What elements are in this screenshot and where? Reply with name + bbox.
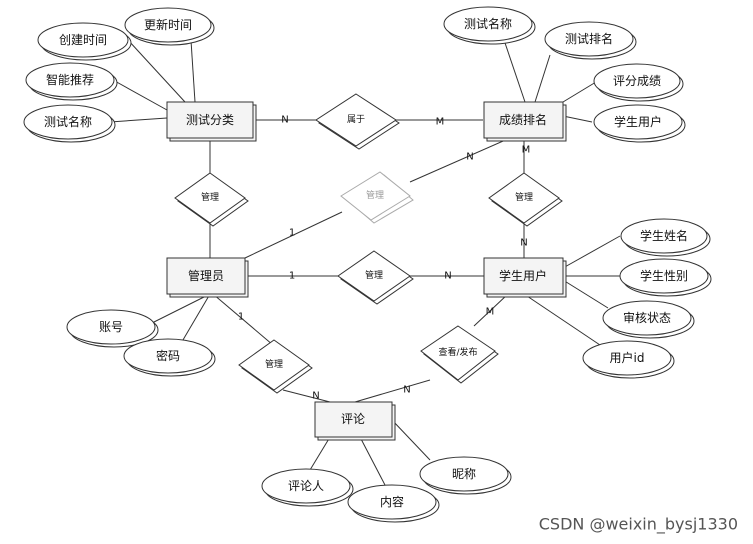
attribute-created-time[interactable]: 创建时间 <box>37 22 132 61</box>
line-view-post-comment <box>354 379 431 403</box>
relationship-manage-ranking[interactable]: 管理 <box>340 171 414 224</box>
cardinality-ranking-admin: N <box>466 152 473 163</box>
connector-lines <box>109 24 621 486</box>
entity-admin[interactable]: 管理员 <box>166 257 249 298</box>
relationship-view-post[interactable]: 查看/发布 <box>420 325 499 384</box>
line-attr-smart <box>112 79 168 111</box>
relationship-ranking-student[interactable]: 管理 <box>488 172 563 227</box>
cardinality-admin-ranking: 1 <box>289 228 295 239</box>
attribute-updated-time[interactable]: 更新时间 <box>124 7 215 46</box>
line-attr-password <box>179 293 211 346</box>
attribute-account-label: 账号 <box>99 320 123 334</box>
line-attr-testname-right <box>502 36 526 103</box>
line-attr-student-user <box>562 115 593 123</box>
entity-comment[interactable]: 评论 <box>314 401 396 441</box>
attribute-review-status-label: 审核状态 <box>623 310 671 325</box>
line-attr-created <box>127 39 186 103</box>
attribute-review-status[interactable]: 审核状态 <box>602 300 695 339</box>
attribute-content[interactable]: 内容 <box>347 484 440 523</box>
cardinality-admin-comment-bottom: N <box>312 391 319 402</box>
entity-test-category[interactable]: 测试分类 <box>166 101 257 142</box>
attribute-student-gender[interactable]: 学生性别 <box>619 258 712 297</box>
attribute-ranking-score[interactable]: 评分成绩 <box>593 63 684 102</box>
attribute-ranking-test-name[interactable]: 测试名称 <box>443 6 536 45</box>
relationship-manage-student[interactable]: 管理 <box>337 250 414 305</box>
attribute-ranking-student-user[interactable]: 学生用户 <box>593 104 686 143</box>
entity-score-ranking[interactable]: 成绩排名 <box>483 101 567 142</box>
relationship-belongs-to[interactable]: 属于 <box>315 93 400 150</box>
attribute-commenter-label: 评论人 <box>288 479 324 493</box>
line-admin-manage-ranking <box>244 211 343 259</box>
cardinality-ranking-student-top: M <box>522 145 531 156</box>
attribute-account[interactable]: 账号 <box>66 309 159 348</box>
line-attr-commenter <box>309 436 331 471</box>
attribute-category-test-name[interactable]: 测试名称 <box>23 104 116 143</box>
cardinality-admin-student-left: 1 <box>289 271 295 282</box>
attribute-user-id-label: 用户id <box>610 350 645 365</box>
relationship-manage-category-label: 管理 <box>201 191 219 203</box>
entity-score-ranking-label: 成绩排名 <box>499 112 547 127</box>
attribute-ranking-score-label: 评分成绩 <box>613 74 661 88</box>
cardinality-category-belongs: N <box>281 115 288 126</box>
cardinality-ranking-belongs: M <box>436 117 445 128</box>
watermark: CSDN @weixin_bysj1330 <box>539 515 738 535</box>
relationship-manage-comment-label: 管理 <box>265 358 283 370</box>
attribute-updated-time-label: 更新时间 <box>144 17 192 32</box>
line-attr-student-name <box>562 235 621 269</box>
attribute-student-name-label: 学生姓名 <box>640 228 688 243</box>
line-attr-rank <box>534 54 551 103</box>
entity-student-user-label: 学生用户 <box>499 268 547 283</box>
line-attr-content <box>359 436 386 486</box>
attribute-smart-recommend[interactable]: 智能推荐 <box>25 62 118 101</box>
entity-student-user[interactable]: 学生用户 <box>483 257 567 298</box>
relationship-belongs-to-label: 属于 <box>347 114 365 125</box>
relationship-manage-comment[interactable]: 管理 <box>238 339 313 394</box>
attribute-password-label: 密码 <box>156 348 180 363</box>
line-attr-review-status <box>562 279 609 309</box>
relationship-view-post-label: 查看/发布 <box>438 346 477 358</box>
cardinality-admin-student-right: N <box>444 271 451 282</box>
relationship-manage-ranking-label: 管理 <box>366 189 384 201</box>
attribute-student-gender-label: 学生性别 <box>640 268 688 283</box>
line-manage-ranking <box>409 137 511 183</box>
attribute-created-time-label: 创建时间 <box>59 33 107 47</box>
attribute-commenter[interactable]: 评论人 <box>261 468 354 507</box>
attribute-user-id[interactable]: 用户id <box>582 340 675 379</box>
line-manage-comment <box>282 389 331 403</box>
relationship-ranking-student-label: 管理 <box>515 191 533 203</box>
attribute-password[interactable]: 密码 <box>123 338 216 377</box>
attribute-ranking-rank-label: 测试排名 <box>565 31 613 46</box>
entity-comment-label: 评论 <box>341 412 365 426</box>
line-attr-testname-left <box>109 117 168 123</box>
attribute-category-test-name-label: 测试名称 <box>44 114 92 129</box>
attribute-nickname[interactable]: 昵称 <box>419 456 512 495</box>
line-attr-account <box>149 293 211 325</box>
entity-test-category-label: 测试分类 <box>186 112 234 127</box>
relationship-manage-category[interactable]: 管理 <box>174 172 249 227</box>
attribute-content-label: 内容 <box>380 494 404 509</box>
line-admin-manage-comment <box>212 293 274 346</box>
relationship-manage-student-label: 管理 <box>365 269 383 281</box>
attribute-nickname-label: 昵称 <box>452 467 476 481</box>
line-attr-user-id <box>523 293 601 346</box>
cardinality-admin-comment-top: 1 <box>238 312 244 323</box>
entity-admin-label: 管理员 <box>188 268 224 283</box>
cardinality-student-comment-bottom: N <box>403 385 410 396</box>
cardinality-student-comment-top: M <box>486 307 495 318</box>
line-attr-nickname <box>391 419 431 461</box>
attribute-ranking-test-name-label: 测试名称 <box>464 16 512 31</box>
attribute-ranking-rank[interactable]: 测试排名 <box>544 21 637 60</box>
attribute-smart-recommend-label: 智能推荐 <box>46 72 94 87</box>
attribute-ranking-student-user-label: 学生用户 <box>614 114 662 129</box>
cardinality-ranking-student-bottom: N <box>520 238 527 249</box>
line-student-view-post <box>473 293 509 327</box>
line-attr-score <box>562 81 597 103</box>
attribute-student-name[interactable]: 学生姓名 <box>620 218 711 257</box>
